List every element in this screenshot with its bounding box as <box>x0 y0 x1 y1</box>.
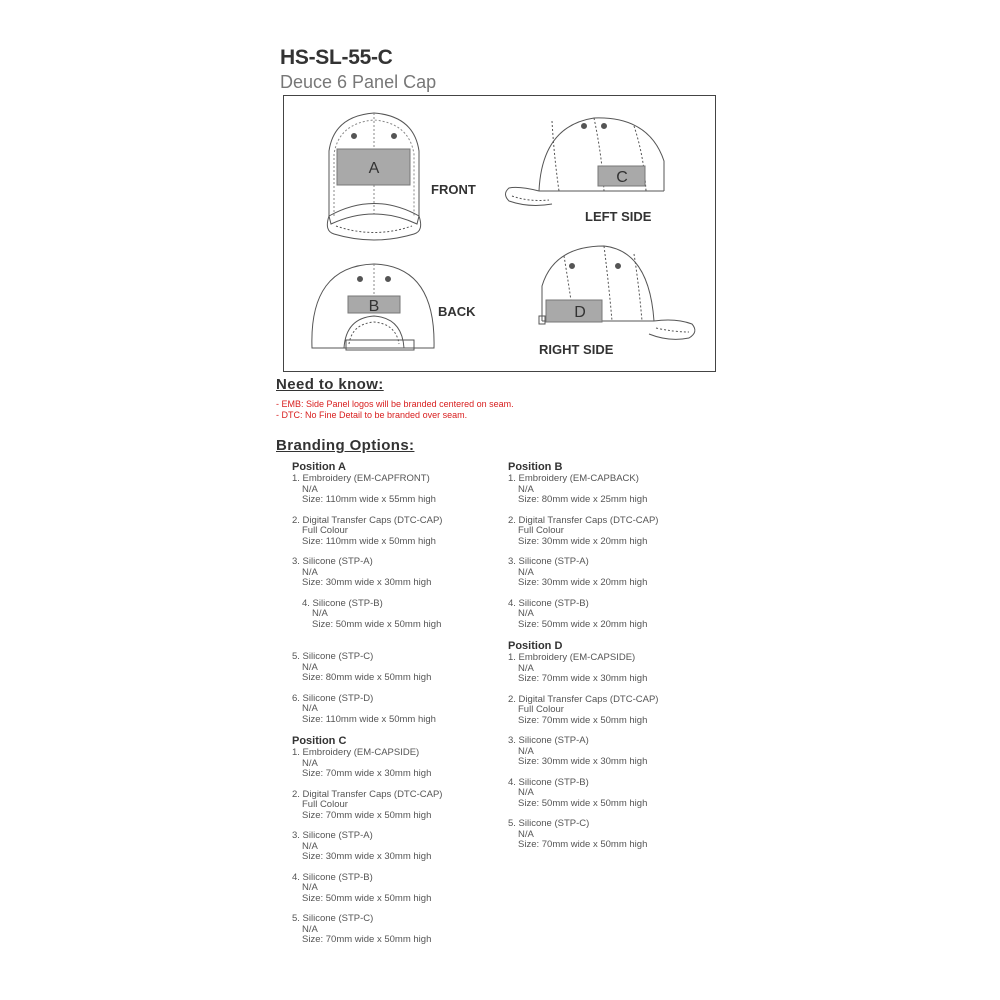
option-a-1: 1. Embroidery (EM-CAPFRONT) N/A Size: 11… <box>292 473 436 505</box>
option-c-2: 2. Digital Transfer Caps (DTC-CAP) Full … <box>292 788 443 821</box>
need-to-know-heading: Need to know: <box>276 376 384 393</box>
position-d-letter: D <box>574 304 586 321</box>
product-name: Deuce 6 Panel Cap <box>280 72 437 92</box>
option-a-2: 2. Digital Transfer Caps (DTC-CAP) Full … <box>292 514 443 547</box>
position-d-title: Position D <box>508 640 563 652</box>
cap-front-drawing <box>326 112 422 241</box>
product-code: HS-SL-55-C <box>280 46 393 69</box>
front-label: FRONT <box>431 182 476 197</box>
position-a-letter: A <box>369 160 380 177</box>
option-b-2: 2. Digital Transfer Caps (DTC-CAP) Full … <box>508 514 659 547</box>
position-c-letter: C <box>616 169 628 186</box>
branding-column-left: Position A 1. Embroidery (EM-CAPFRONT) N… <box>292 461 512 956</box>
position-a-area <box>336 148 411 186</box>
option-c-3: 3. Silicone (STP-A) N/A Size: 30mm wide … <box>292 830 432 862</box>
need-to-know-notes: - EMB: Side Panel logos will be branded … <box>276 399 514 421</box>
position-c-area <box>597 165 646 187</box>
position-b-title: Position B <box>508 461 563 473</box>
option-a-3: 3. Silicone (STP-A) N/A Size: 30mm wide … <box>292 556 432 588</box>
note-emb: - EMB: Side Panel logos will be branded … <box>276 399 514 409</box>
option-c-4: 4. Silicone (STP-B) N/A Size: 50mm wide … <box>292 871 432 904</box>
position-c-title: Position C <box>292 735 347 747</box>
cap-left-side-drawing <box>505 117 665 206</box>
option-b-4: 4. Silicone (STP-B) N/A Size: 50mm wide … <box>508 597 648 630</box>
cap-drawings: A C B <box>311 112 696 351</box>
option-a-6: 6. Silicone (STP-D) N/A Size: 110mm wide… <box>292 692 436 725</box>
option-a-4: 4. Silicone (STP-B) N/A Size: 50mm wide … <box>302 597 442 630</box>
option-b-1: 1. Embroidery (EM-CAPBACK) N/A Size: 80m… <box>508 473 648 505</box>
branding-options-heading: Branding Options: <box>276 437 415 454</box>
option-d-4: 4. Silicone (STP-B) N/A Size: 50mm wide … <box>508 776 648 809</box>
note-dtc: - DTC: No Fine Detail to be branded over… <box>276 410 468 420</box>
branding-column-right: Position B 1. Embroidery (EM-CAPBACK) N/… <box>508 461 728 861</box>
option-d-5: 5. Silicone (STP-C) N/A Size: 70mm wide … <box>508 818 648 850</box>
right-side-label: RIGHT SIDE <box>539 342 614 357</box>
option-c-1: 1. Embroidery (EM-CAPSIDE) N/A Size: 70m… <box>292 747 432 779</box>
back-label: BACK <box>438 304 476 319</box>
option-a-5: 5. Silicone (STP-C) N/A Size: 80mm wide … <box>292 651 432 683</box>
cap-diagram: A C B <box>283 95 716 372</box>
option-c-5: 5. Silicone (STP-C) N/A Size: 70mm wide … <box>292 913 432 945</box>
option-d-1: 1. Embroidery (EM-CAPSIDE) N/A Size: 70m… <box>508 652 648 684</box>
option-d-2: 2. Digital Transfer Caps (DTC-CAP) Full … <box>508 693 659 726</box>
left-side-label: LEFT SIDE <box>585 209 652 224</box>
position-d-area <box>545 299 603 323</box>
cap-right-side-drawing <box>538 245 696 340</box>
option-b-3: 3. Silicone (STP-A) N/A Size: 30mm wide … <box>508 556 648 588</box>
position-b-letter: B <box>369 298 380 315</box>
position-b-area <box>347 295 401 314</box>
cap-back-drawing <box>311 263 435 351</box>
option-d-3: 3. Silicone (STP-A) N/A Size: 30mm wide … <box>508 735 648 767</box>
position-a-title: Position A <box>292 461 346 473</box>
